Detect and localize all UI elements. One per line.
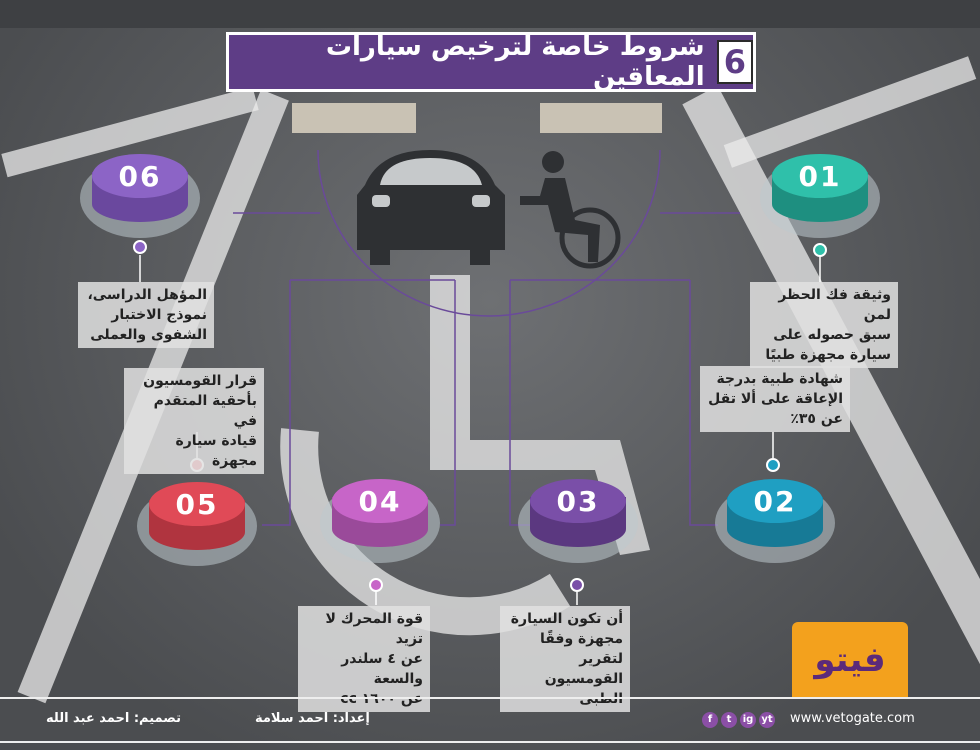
title-text: شروط خاصة لترخيص سيارات المعاقين: [325, 32, 705, 92]
step-button-03: 03: [518, 475, 638, 565]
connector-dot: [369, 578, 383, 592]
prepared-credit: إعداد: احمد سلامة: [255, 711, 370, 726]
instagram-icon[interactable]: ig: [740, 712, 756, 728]
step-button-04: 04: [320, 475, 440, 565]
infographic-title: 6 شروط خاصة لترخيص سيارات المعاقين: [226, 32, 756, 92]
website-link[interactable]: www.vetogate.com: [790, 711, 915, 726]
youtube-icon[interactable]: yt: [759, 712, 775, 728]
connector-dot: [133, 240, 147, 254]
twitter-icon[interactable]: t: [721, 712, 737, 728]
connector-dot: [813, 243, 827, 257]
title-number: 6: [716, 40, 753, 84]
step-button-05: 05: [137, 478, 257, 568]
step-button-01: 01: [760, 150, 880, 240]
top-band: [0, 0, 980, 28]
connector-dot: [766, 458, 780, 472]
connector-dot: [570, 578, 584, 592]
vetogate-logo: فيتو: [792, 622, 908, 697]
design-credit: تصميم: احمد عبد الله: [46, 711, 181, 726]
step-button-02: 02: [715, 475, 835, 565]
parking-curb: [540, 103, 662, 133]
footer: تصميم: احمد عبد الله إعداد: احمد سلامة f…: [0, 697, 980, 743]
facebook-icon[interactable]: f: [702, 712, 718, 728]
step-button-06: 06: [80, 150, 200, 240]
parking-curb: [292, 103, 416, 133]
